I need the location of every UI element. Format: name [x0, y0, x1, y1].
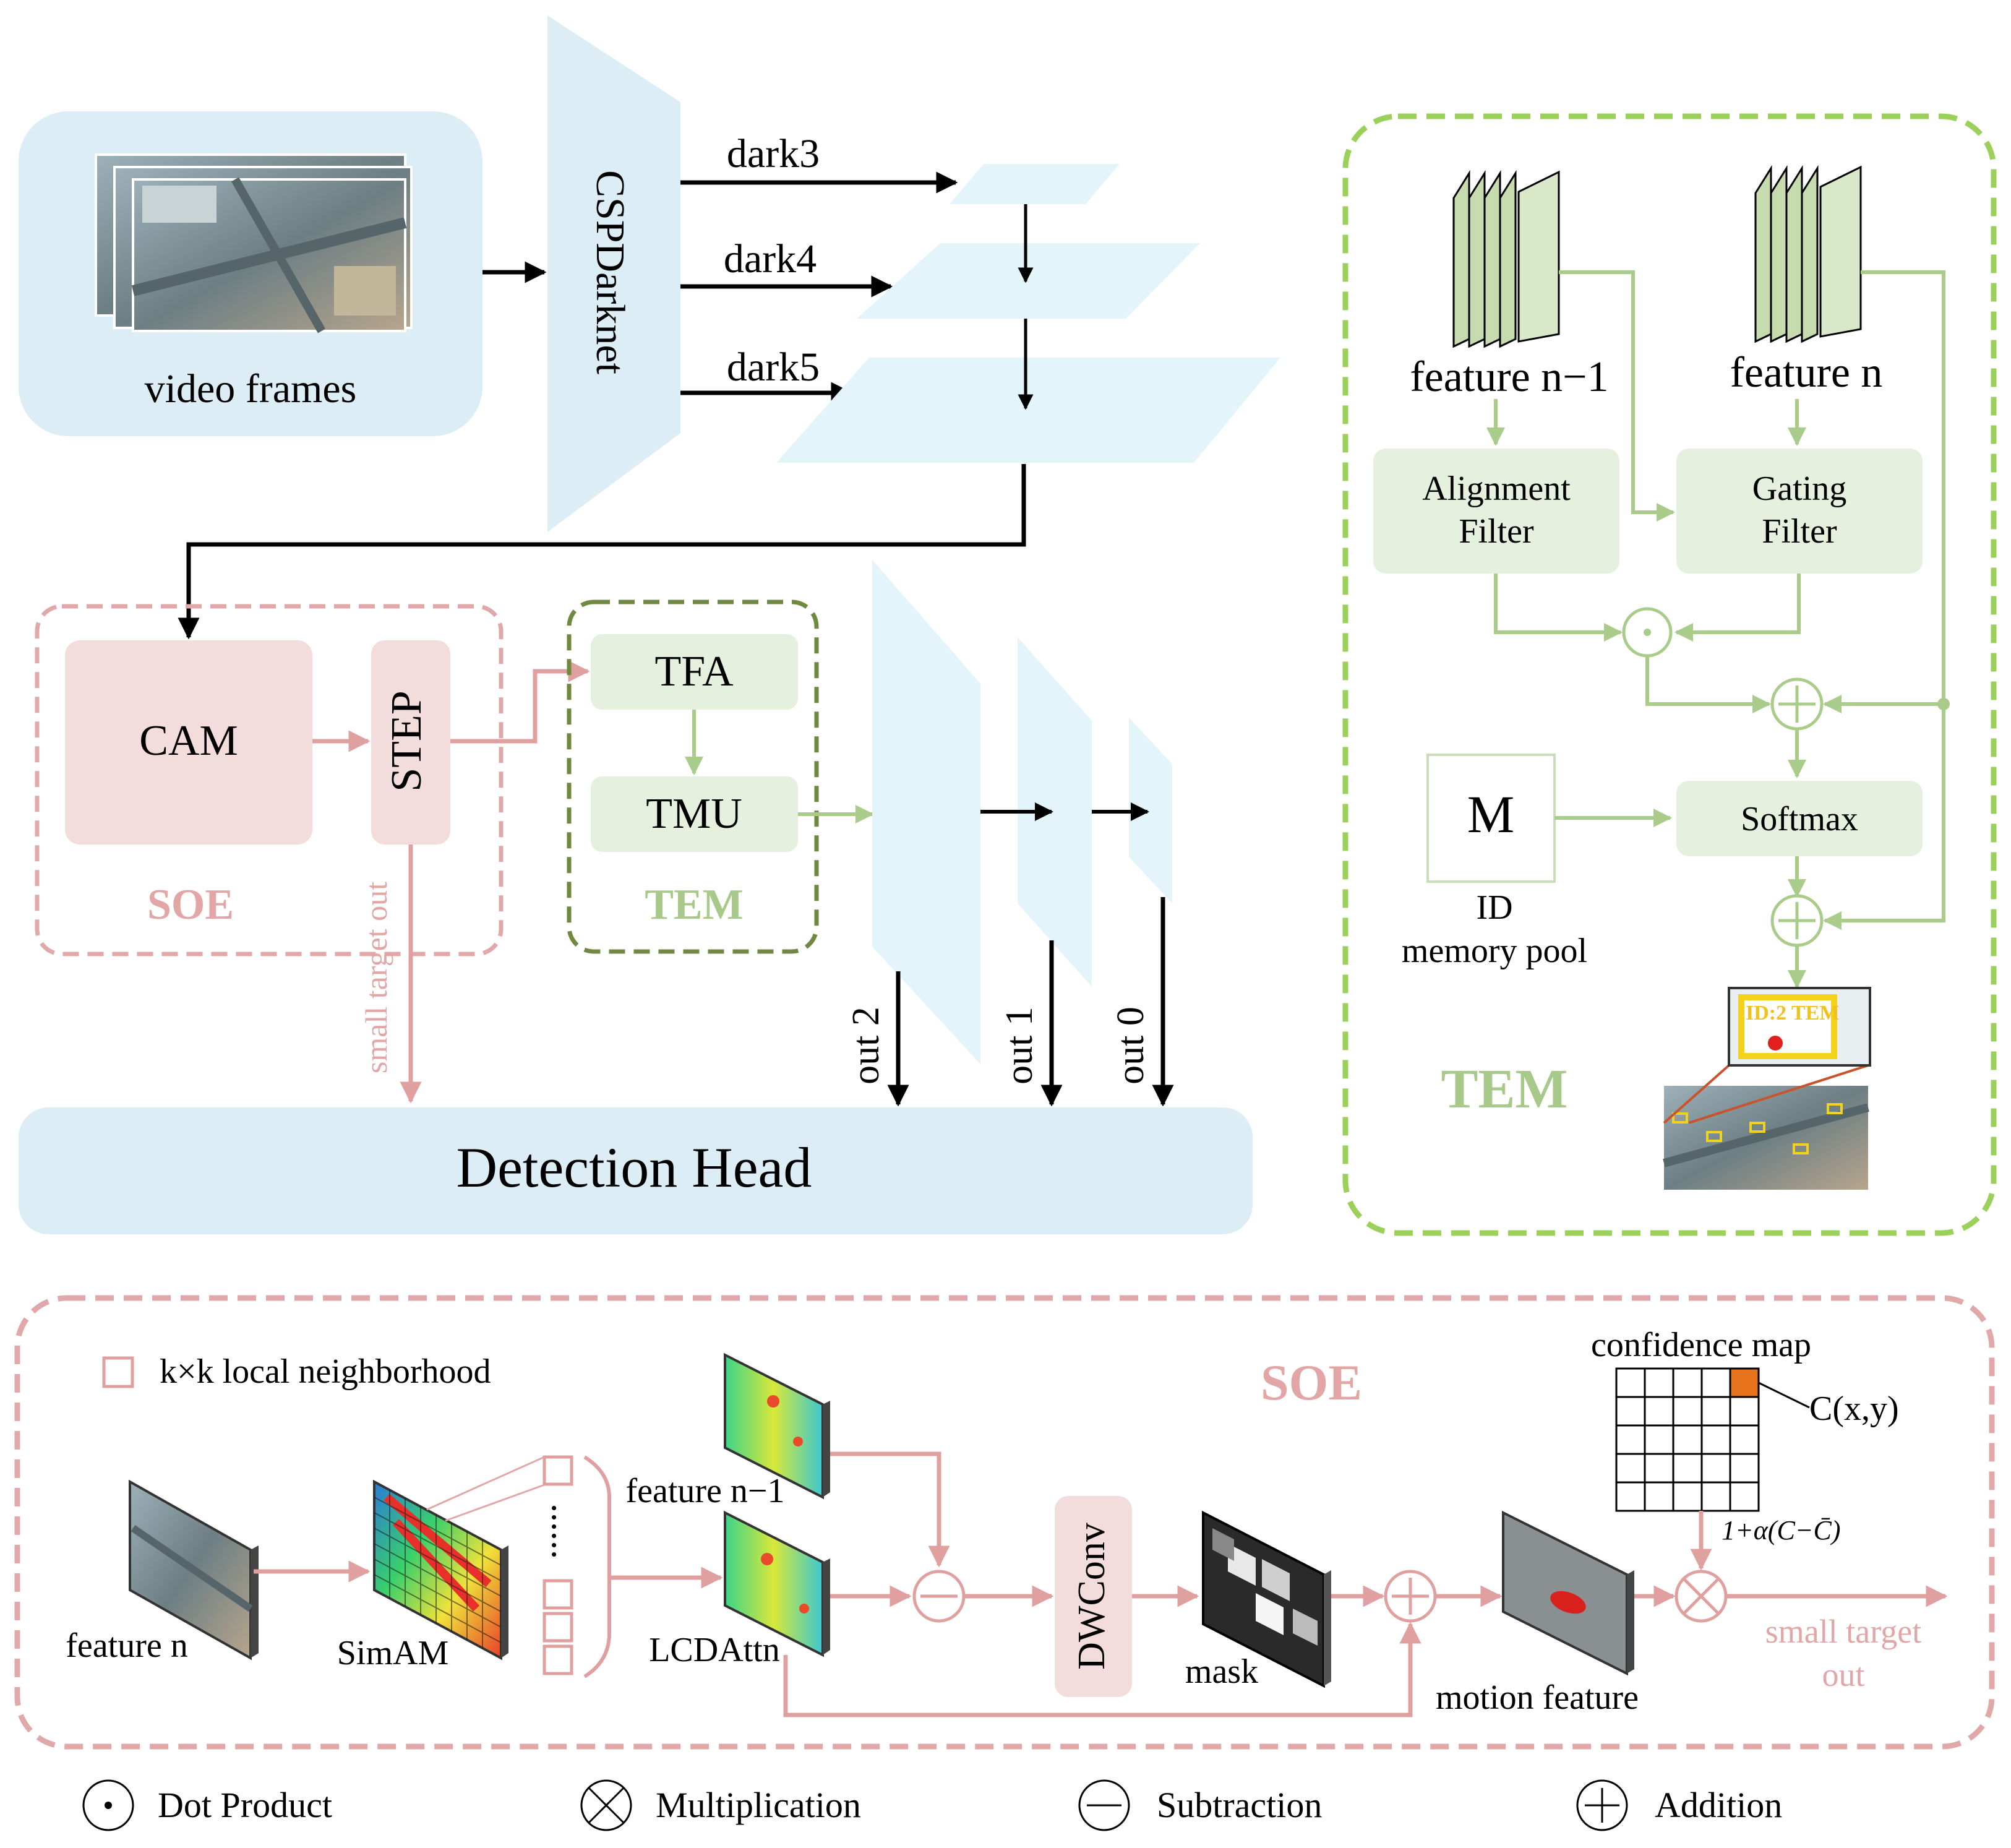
video-frames-image — [95, 153, 413, 333]
neighborhood-ellipsis: ...... — [544, 1503, 585, 1559]
out-0-label: out 0 — [1110, 1007, 1152, 1085]
legend-addition: Addition — [1576, 1779, 1782, 1831]
tmu-box — [591, 776, 798, 852]
tem-feature-curr-label: feature n — [1730, 349, 1883, 397]
small-target-out-label: small target out — [359, 882, 393, 1073]
tem-detail-panel: feature n−1 feature n Alignment Filter G… — [1342, 113, 1997, 1236]
label-dark4: dark4 — [724, 236, 817, 281]
neighborhood-legend-label: k×k local neighborhood — [160, 1352, 491, 1391]
soe-feature-prev-heatmap — [724, 1352, 830, 1500]
label-dark5: dark5 — [727, 345, 820, 390]
confidence-map-label: confidence map — [1591, 1326, 1811, 1364]
tem-example-output: ID:2 TEM — [1663, 987, 1871, 1190]
soe-title-large: SOE — [1261, 1354, 1362, 1411]
feature-stack-curr — [1754, 165, 1862, 343]
memory-pool-label: memory pool — [1402, 932, 1587, 970]
input-panel: video frames — [19, 111, 482, 436]
softmax-label: Softmax — [1741, 800, 1858, 838]
addition-node-2 — [1770, 894, 1824, 947]
tem-title-small: TEM — [645, 881, 743, 929]
gating-filter-box — [1676, 449, 1923, 574]
softmax-box — [1676, 781, 1923, 856]
legend-addition-label: Addition — [1655, 1785, 1782, 1825]
memory-box — [1426, 754, 1556, 883]
soe-module: CAM STEP SOE small target out — [35, 604, 504, 1104]
tfa-label: TFA — [654, 648, 733, 695]
memory-symbol: M — [1467, 784, 1514, 844]
soe-title-small: SOE — [147, 881, 234, 929]
gating-label: Gating — [1752, 470, 1846, 508]
gating-filter-label: Filter — [1762, 512, 1837, 551]
confidence-cxy-label: C(x,y) — [1809, 1390, 1899, 1428]
pyramid-level-3 — [950, 164, 1120, 204]
alignment-filter-box — [1373, 449, 1619, 574]
soe-detail-panel: k×k local neighborhood SOE feature n — [14, 1295, 1995, 1750]
legend-dot-product: Dot Product — [82, 1779, 332, 1831]
tmu-label: TMU — [646, 790, 742, 838]
dwconv-label: DWConv — [1071, 1523, 1113, 1670]
simam-label: SimAM — [337, 1634, 449, 1672]
confidence-formula: 1+α(C−C̄) — [1722, 1515, 1840, 1545]
soe-output-label-2: out — [1822, 1656, 1864, 1693]
cam-box — [65, 640, 312, 844]
feature-stack-prev — [1452, 170, 1560, 348]
legend: Dot Product Multiplication Subtraction A… — [82, 1779, 1782, 1831]
step-label: STEP — [383, 690, 431, 791]
local-neighborhood-stack: ...... — [426, 1455, 611, 1678]
alignment-label: Alignment — [1422, 470, 1571, 508]
simam-heatmap — [373, 1479, 508, 1661]
cam-label: CAM — [139, 717, 238, 765]
soe-output-label-1: small target — [1765, 1613, 1921, 1650]
legend-multiplication: Multiplication — [580, 1779, 861, 1831]
cspdarknet-block: CSPDarknet — [547, 15, 680, 532]
tfa-box — [591, 634, 798, 710]
neighborhood-legend-box — [102, 1356, 134, 1388]
dwconv-box — [1055, 1496, 1132, 1697]
alignment-filter-label: Filter — [1459, 512, 1534, 551]
arrow-pyramid-to-soe — [178, 464, 1026, 640]
addition-node-1 — [1770, 677, 1824, 731]
tem-feature-prev-label: feature n−1 — [1410, 353, 1608, 401]
pyramid-level-5 — [776, 358, 1280, 463]
multiplication-node — [1674, 1570, 1728, 1623]
subtraction-node — [912, 1570, 966, 1623]
out-2-label: out 2 — [845, 1007, 887, 1085]
motion-feature-label: motion feature — [1436, 1678, 1639, 1717]
soe-feature-n-label: feature n — [66, 1627, 187, 1665]
neck: out 2 out 1 out 0 — [845, 560, 1174, 1107]
dot-product-node — [1622, 607, 1673, 658]
detection-head: Detection Head — [19, 1107, 1253, 1234]
cspdarknet-label: CSPDarknet — [588, 170, 633, 374]
label-dark3: dark3 — [727, 131, 820, 176]
stage-arrows: dark3 dark4 dark5 — [680, 131, 958, 404]
legend-subtraction-label: Subtraction — [1157, 1785, 1322, 1825]
mask-image — [1202, 1510, 1331, 1688]
legend-dot-product-label: Dot Product — [158, 1785, 332, 1825]
video-frames-label: video frames — [145, 366, 357, 411]
tem-module: TFA TMU TEM — [567, 600, 819, 954]
lcdattn-label: LCDAttn — [649, 1631, 780, 1669]
soe-feature-prev-label: feature n−1 — [625, 1472, 784, 1510]
legend-subtraction: Subtraction — [1078, 1779, 1322, 1831]
out-1-label: out 1 — [998, 1007, 1040, 1085]
pyramid-level-4 — [857, 243, 1200, 319]
lcdattn-heatmap — [724, 1510, 830, 1657]
tem-title-large: TEM — [1441, 1059, 1567, 1120]
addition-node-soe — [1384, 1570, 1437, 1623]
mask-label: mask — [1185, 1652, 1258, 1691]
arrow-step-to-tfa — [450, 660, 590, 744]
tem-example-tag: ID:2 TEM — [1746, 1002, 1839, 1025]
confidence-map-grid — [1615, 1367, 1760, 1512]
motion-feature-image — [1502, 1510, 1634, 1676]
legend-multiplication-label: Multiplication — [656, 1785, 861, 1825]
detection-head-label: Detection Head — [457, 1136, 812, 1199]
memory-id-label: ID — [1476, 888, 1512, 927]
feature-pyramid — [776, 164, 1280, 463]
step-box — [371, 640, 450, 844]
